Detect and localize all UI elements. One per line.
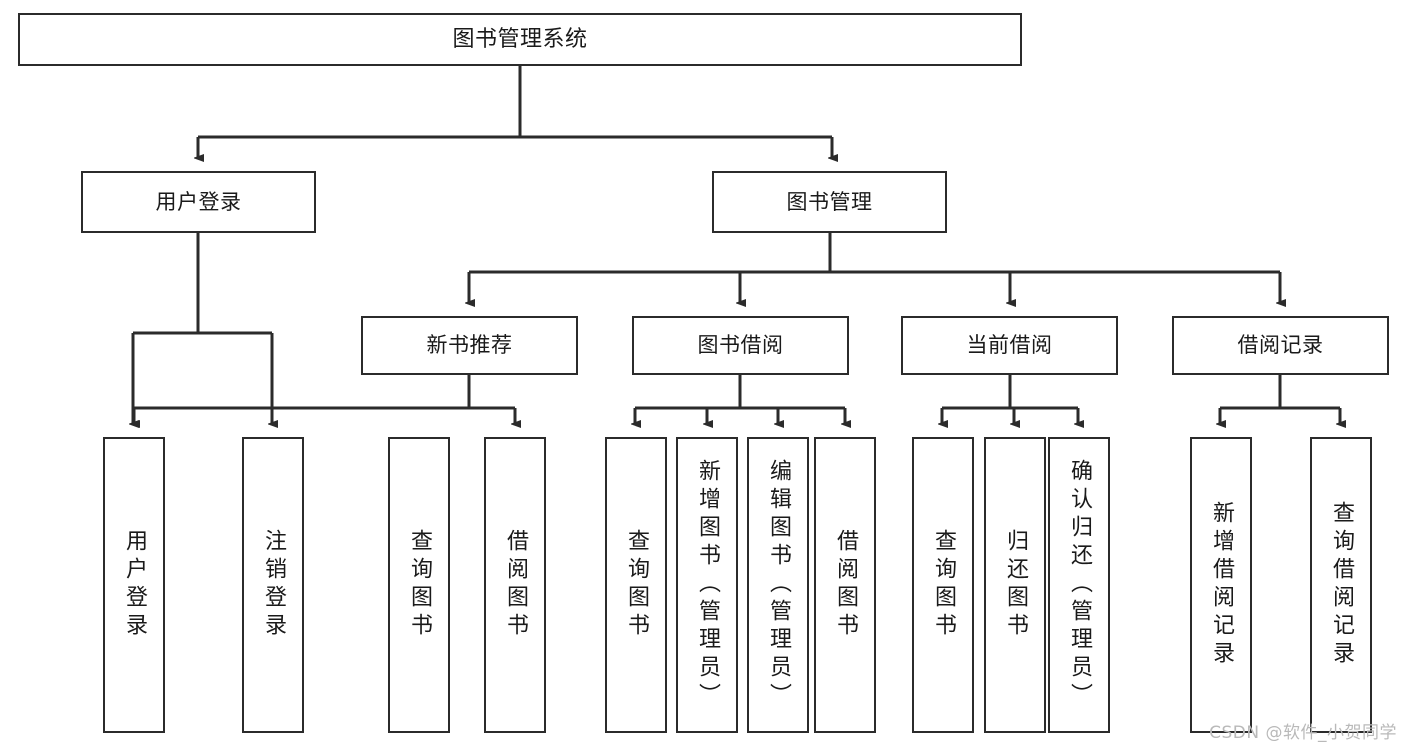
node-label: 图书管理 [786, 189, 873, 214]
leaf-recommend-query-book[interactable]: 查询图书 [388, 437, 450, 733]
node-current-borrow[interactable]: 当前借阅 [901, 316, 1118, 375]
node-label: 新增借阅记录 [1209, 501, 1234, 669]
node-label: 用户登录 [155, 189, 242, 214]
node-label: 图书借阅 [697, 333, 784, 358]
leaf-record-query-record[interactable]: 查询借阅记录 [1310, 437, 1372, 733]
leaf-current-query-book[interactable]: 查询图书 [912, 437, 974, 733]
node-label: 借阅图书 [833, 529, 858, 641]
leaf-recommend-borrow-book[interactable]: 借阅图书 [484, 437, 546, 733]
leaf-borrow-borrow-book[interactable]: 借阅图书 [814, 437, 876, 733]
node-label: 查询图书 [624, 529, 649, 641]
node-label: 归还图书 [1003, 529, 1028, 641]
node-label: 用户登录 [122, 529, 147, 641]
node-root-system[interactable]: 图书管理系统 [18, 13, 1022, 66]
node-label: 当前借阅 [966, 333, 1053, 358]
node-label: 查询图书 [407, 529, 432, 641]
node-label: 编辑图书（管理员） [766, 459, 791, 711]
watermark: CSDN @软件_小贺同学 [1209, 723, 1397, 743]
leaf-borrow-add-book[interactable]: 新增图书（管理员） [676, 437, 738, 733]
node-label: 查询借阅记录 [1329, 501, 1354, 669]
node-book-management[interactable]: 图书管理 [712, 171, 947, 233]
leaf-current-confirm-return[interactable]: 确认归还（管理员） [1048, 437, 1110, 733]
node-label: 借阅图书 [503, 529, 528, 641]
node-borrow-record[interactable]: 借阅记录 [1172, 316, 1389, 375]
node-book-borrow[interactable]: 图书借阅 [632, 316, 849, 375]
leaf-borrow-query-book[interactable]: 查询图书 [605, 437, 667, 733]
node-label: 借阅记录 [1237, 333, 1324, 358]
node-label: 查询图书 [931, 529, 956, 641]
node-label: 新书推荐 [426, 333, 513, 358]
node-label: 图书管理系统 [452, 26, 588, 52]
node-user-login[interactable]: 用户登录 [81, 171, 316, 233]
leaf-user-login-signin[interactable]: 用户登录 [103, 437, 165, 733]
leaf-current-return-book[interactable]: 归还图书 [984, 437, 1046, 733]
leaf-record-add-record[interactable]: 新增借阅记录 [1190, 437, 1252, 733]
node-new-book-recommend[interactable]: 新书推荐 [361, 316, 578, 375]
node-label: 注销登录 [261, 529, 286, 641]
leaf-user-login-signout[interactable]: 注销登录 [242, 437, 304, 733]
node-label: 确认归还（管理员） [1067, 459, 1092, 711]
node-label: 新增图书（管理员） [695, 459, 720, 711]
leaf-borrow-edit-book[interactable]: 编辑图书（管理员） [747, 437, 809, 733]
